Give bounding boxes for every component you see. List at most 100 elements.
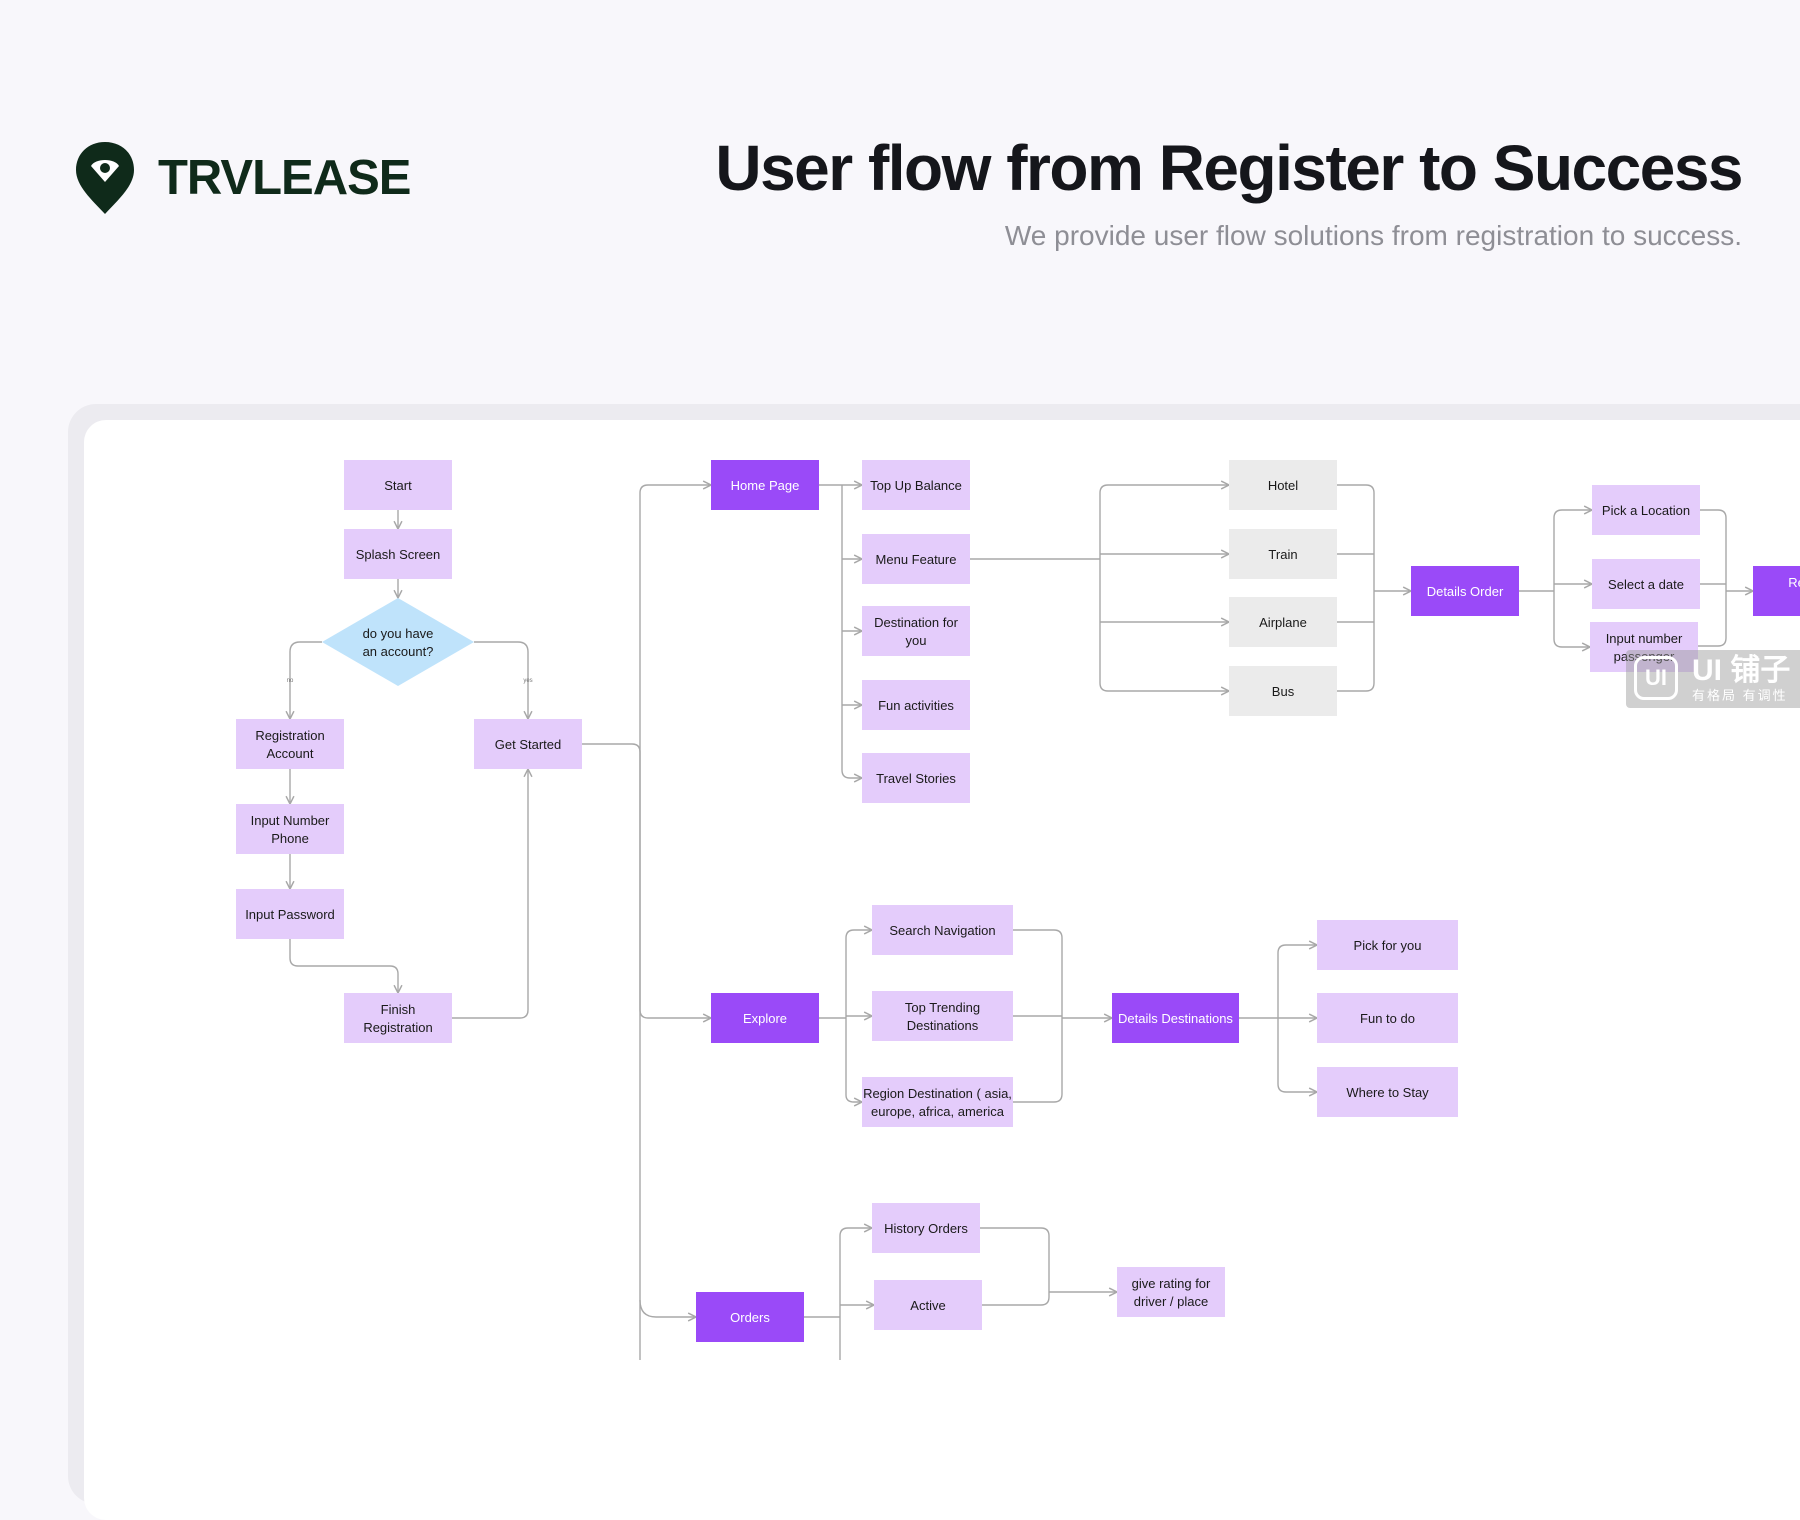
flow-node-menu: Menu Feature <box>862 534 970 584</box>
flow-node-label: Explore <box>743 1011 787 1026</box>
flow-node-label: an account? <box>363 644 434 659</box>
flow-node-stay: Where to Stay <box>1317 1067 1458 1117</box>
flow-node-label: Get Started <box>495 737 561 752</box>
flow-node-airplane: Airplane <box>1229 597 1337 647</box>
flow-node-explore: Explore <box>711 993 819 1043</box>
flow-node-active: Active <box>874 1280 982 1330</box>
connector-to-stay <box>1277 1083 1317 1092</box>
flow-node-label: you <box>906 633 927 648</box>
flow-node-label: Top Up Balance <box>870 478 962 493</box>
flow-node-label: Train <box>1268 547 1297 562</box>
flow-node-region: Region Destination ( asia, europe, africa… <box>862 1077 1013 1127</box>
connector-decision-to-registration <box>290 641 322 719</box>
flow-node-label: do you have <box>363 626 434 641</box>
flow-node-label: Select a date <box>1608 577 1684 592</box>
page-title: User flow from Register to Success <box>715 132 1743 204</box>
flow-node-label: Hotel <box>1268 478 1298 493</box>
flow-node-label: Home Page <box>731 478 800 493</box>
page-subtitle: We provide user flow solutions from regi… <box>1004 220 1742 251</box>
flow-node-pick-loc: Pick a Location <box>1592 485 1700 535</box>
connector-order-options-merge <box>1698 509 1727 647</box>
connector-to-history <box>839 1228 872 1237</box>
flow-node-train: Train <box>1229 529 1337 579</box>
flow-node-get-started: Get Started <box>474 719 582 769</box>
flow-node-topup: Top Up Balance <box>862 460 970 510</box>
flow-node-details-dest: Details Destinations <box>1112 993 1239 1043</box>
flow-node-label: Airplane <box>1259 615 1307 630</box>
flow-node-label: Input Password <box>245 907 335 922</box>
flow-node-label: Splash Screen <box>356 547 441 562</box>
connector-to-stories <box>841 769 862 778</box>
connector-orders-merge <box>980 1227 1050 1306</box>
flow-node-label: Bus <box>1272 684 1295 699</box>
flow-node-recon: Reconr <box>1753 566 1800 616</box>
flow-node-label: Region Destination ( asia, <box>863 1086 1012 1101</box>
flow-node-label: Destinations <box>907 1018 979 1033</box>
flow-node-label: Pick for you <box>1354 938 1422 953</box>
flow-node-stories: Travel Stories <box>862 753 970 803</box>
connector-to-region <box>845 1094 862 1102</box>
flow-node-details-order: Details Order <box>1411 566 1519 616</box>
flow-node-label: Fun to do <box>1360 1011 1415 1026</box>
flow-node-decision: do you have an account? <box>322 598 474 686</box>
flow-node-label: Pick a Location <box>1602 503 1690 518</box>
connector-to-passenger <box>1553 638 1590 647</box>
connector-to-explore <box>639 752 711 1018</box>
flow-node-label: Active <box>910 1298 945 1313</box>
flow-node-label: Start <box>384 478 412 493</box>
watermark-title: UI 铺子 <box>1692 654 1791 687</box>
flow-node-fun: Fun activities <box>862 680 970 730</box>
flow-node-rating: give rating for driver / place <box>1117 1267 1225 1317</box>
connector-to-pick-you <box>1277 945 1317 954</box>
flow-node-search-nav: Search Navigation <box>872 905 1013 955</box>
flow-node-label: Registration <box>363 1020 432 1035</box>
flow-node-label: Input Number <box>251 813 330 828</box>
flow-node-label: Phone <box>271 831 309 846</box>
flow-node-label: Recon <box>1788 575 1800 590</box>
flow-node-label: Input number <box>1606 631 1683 646</box>
flow-node-label: europe, africa, america <box>871 1104 1005 1119</box>
connector-to-home <box>639 485 711 752</box>
flow-node-label: Orders <box>730 1310 770 1325</box>
flow-node-date: Select a date <box>1592 559 1700 609</box>
flow-node-label: Details Order <box>1427 584 1504 599</box>
flow-node-pick-you: Pick for you <box>1317 920 1458 970</box>
flow-node-label: Menu Feature <box>876 552 957 567</box>
connector-transport-merge <box>1337 484 1375 692</box>
connector-to-search-nav <box>845 930 872 939</box>
decision-tag-no: no <box>287 678 294 684</box>
flow-node-hotel: Hotel <box>1229 460 1337 510</box>
flow-node-bus: Bus <box>1229 666 1337 716</box>
watermark-badge-icon: UI <box>1634 656 1678 700</box>
flow-node-label: Destination for <box>874 615 958 630</box>
flow-node-label: Details Destinations <box>1118 1011 1233 1026</box>
flow-node-home: Home Page <box>711 460 819 510</box>
flow-node-label: Search Navigation <box>889 923 995 938</box>
flow-node-label: Finish <box>381 1002 416 1017</box>
connector-get-started-trunk <box>582 743 641 1360</box>
connector-to-bus <box>1099 682 1229 691</box>
connector-to-pick-loc <box>1553 510 1592 519</box>
watermark-tagline: 有格局 有调性 <box>1692 688 1788 703</box>
flow-node-label: Top Trending <box>905 1000 980 1015</box>
flow-node-label: History Orders <box>884 1221 968 1236</box>
flow-node-orders: Orders <box>696 1292 804 1342</box>
connector-decision-to-get-started <box>474 641 528 719</box>
brand-name: TRVLEASE <box>158 151 411 205</box>
connector-to-hotel <box>1099 485 1229 494</box>
flow-node-dest: Destination for you <box>862 606 970 656</box>
flow-node-label: driver / place <box>1134 1294 1208 1309</box>
flow-node-label: give rating for <box>1132 1276 1211 1291</box>
decision-tag-yes: yes <box>523 678 532 684</box>
flow-node-password: Input Password <box>236 889 344 939</box>
flow-node-fun-do: Fun to do <box>1317 993 1458 1043</box>
flow-node-label: Fun activities <box>878 698 954 713</box>
flow-node-label: Where to Stay <box>1346 1085 1429 1100</box>
flow-node-label: Registration <box>255 728 324 743</box>
connector-password-to-finish <box>289 939 398 993</box>
